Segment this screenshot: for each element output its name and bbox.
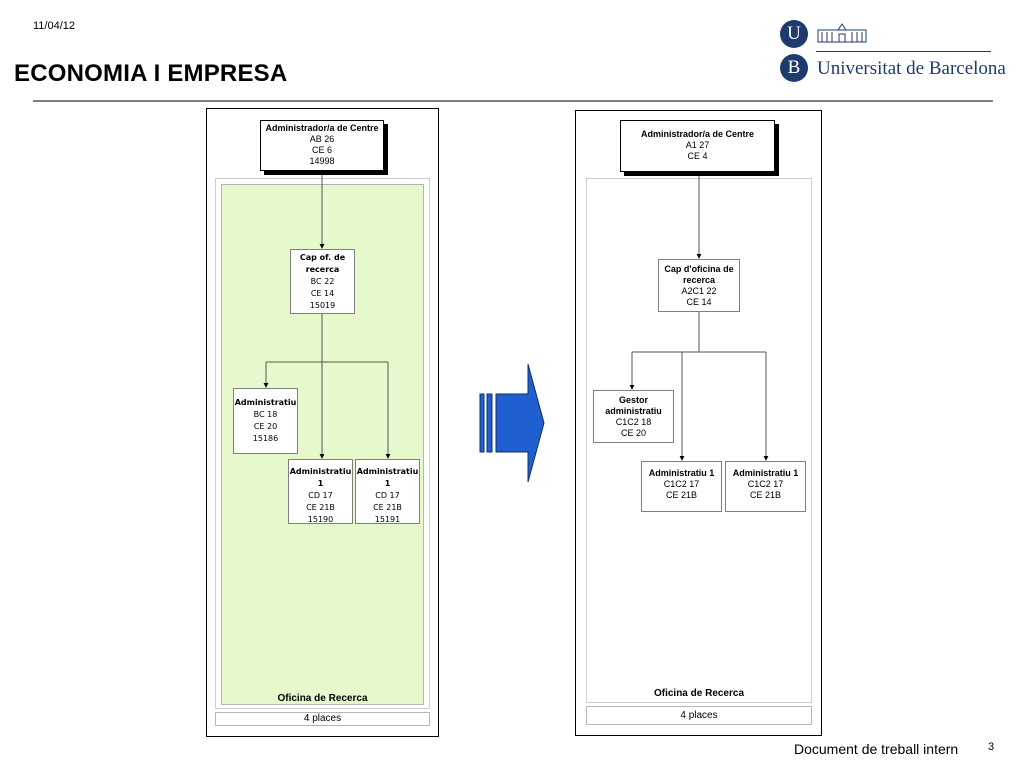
- node-title: Administratiu 1: [732, 468, 799, 478]
- node-title: Administratiu 1: [289, 467, 352, 488]
- building-icon: [817, 23, 867, 43]
- node-ce: CE 21B: [749, 490, 782, 500]
- node-code: 15190: [307, 515, 334, 524]
- node-title-2: administratiu: [605, 406, 662, 416]
- node-ce: CE 20: [253, 422, 278, 431]
- node-title: Gestor: [618, 395, 648, 405]
- node-grade: BC 18: [253, 410, 278, 419]
- left-admin-centre-node: Administrador/a de Centre AB 26 CE 6 149…: [260, 120, 384, 171]
- node-grade: C1C2 17: [663, 479, 700, 489]
- left-administrative-1-node-b: Administratiu 1 CD 17 CE 21B 15191: [355, 459, 420, 524]
- node-ce: CE 21B: [665, 490, 698, 500]
- node-grade: C1C2 18: [615, 417, 652, 427]
- node-title: Administratiu 1: [648, 468, 715, 478]
- node-grade: C1C2 17: [747, 479, 784, 489]
- node-code: 15186: [252, 434, 279, 443]
- node-grade: CD 17: [375, 491, 400, 500]
- university-logo: U B Universitat de Barcelona: [780, 18, 1006, 84]
- right-zone-label: Oficina de Recerca: [653, 688, 745, 699]
- node-title-2: recerca: [682, 275, 716, 285]
- node-grade: BC 22: [310, 277, 335, 286]
- left-zone-label: Oficina de Recerca: [277, 693, 368, 704]
- node-title: Administratiu: [234, 398, 297, 407]
- node-title: Administrador/a de Centre: [265, 123, 379, 133]
- logo-name: Universitat de Barcelona: [817, 58, 1006, 79]
- slide-date: 11/04/12: [33, 20, 76, 32]
- right-places-count: 4 places: [586, 706, 812, 725]
- node-title: Administratiu 1: [356, 467, 419, 488]
- logo-letter-u: U: [780, 20, 808, 48]
- node-ce: CE 14: [310, 289, 335, 298]
- right-administrative-1-node-b: Administratiu 1 C1C2 17 CE 21B: [725, 461, 806, 512]
- node-title: Cap d'oficina de: [664, 264, 734, 274]
- transition-arrow-icon: [479, 363, 545, 483]
- node-ce: CE 14: [686, 297, 712, 307]
- node-code: 15019: [309, 301, 336, 310]
- title-divider: [33, 100, 993, 102]
- footer-note: Document de treball intern: [794, 741, 959, 757]
- node-ce: CE 20: [620, 428, 646, 438]
- node-grade: CD 17: [308, 491, 333, 500]
- left-administrative-1-node-a: Administratiu 1 CD 17 CE 21B 15190: [288, 459, 353, 524]
- right-administrative-1-node-a: Administratiu 1 C1C2 17 CE 21B: [641, 461, 722, 512]
- node-code: 14998: [309, 156, 335, 166]
- left-places-count: 4 places: [215, 712, 430, 726]
- node-ce: CE 21B: [306, 503, 335, 512]
- left-administrative-node: Administratiu BC 18 CE 20 15186: [233, 388, 298, 454]
- right-admin-manager-node: Gestor administratiu C1C2 18 CE 20: [593, 390, 674, 443]
- right-office-head-node: Cap d'oficina de recerca A2C1 22 CE 14: [658, 259, 740, 312]
- node-ce: CE 21B: [373, 503, 402, 512]
- logo-letter-b: B: [780, 54, 808, 82]
- node-grade: AB 26: [309, 134, 335, 144]
- node-ce: CE 4: [687, 151, 708, 161]
- node-title: Cap of. de: [299, 253, 346, 262]
- node-title-2: recerca: [305, 265, 340, 274]
- right-admin-centre-node: Administrador/a de Centre A1 27 CE 4: [620, 120, 775, 172]
- node-title: Administrador/a de Centre: [640, 129, 755, 139]
- left-office-head-node: Cap of. de recerca BC 22 CE 14 15019: [290, 249, 355, 314]
- page-title: ECONOMIA I EMPRESA: [14, 60, 288, 87]
- node-code: 15191: [374, 515, 401, 524]
- left-zone-frame: [215, 178, 430, 709]
- node-grade: A1 27: [685, 140, 710, 150]
- slide-number: 3: [988, 741, 995, 753]
- node-grade: A2C1 22: [681, 286, 717, 296]
- logo-divider: [816, 51, 991, 52]
- node-ce: CE 6: [311, 145, 332, 155]
